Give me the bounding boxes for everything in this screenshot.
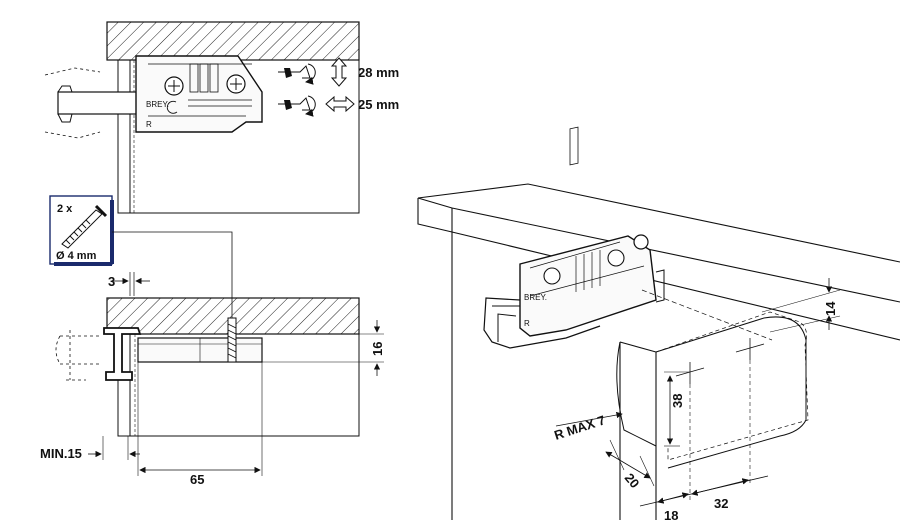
dim-top-offset: 14 <box>761 278 841 333</box>
iso-hole-marks <box>675 338 765 384</box>
dim-hole-height: 38 <box>664 371 690 447</box>
dim-min-inset-value: MIN.15 <box>40 446 82 461</box>
screw-count: 2 x <box>57 203 73 215</box>
dim-offset-a-value: 18 <box>664 508 678 523</box>
dim-min-inset: MIN.15 <box>40 436 140 461</box>
isometric-view: BREY. R 14 38 <box>417 126 900 523</box>
height-adjust-label: 28 mm <box>358 65 399 80</box>
screw-callout: 2 x Ø 4 mm <box>49 195 233 318</box>
dim-hole-height-value: 38 <box>670 394 685 408</box>
top-countertop-hatch <box>106 21 360 61</box>
iso-adjust-screw-right <box>607 249 625 267</box>
section-cabinet-outline <box>117 334 360 437</box>
side-adjust-label: 25 mm <box>358 97 399 112</box>
top-coupling: BREY. R <box>135 55 263 133</box>
top-drawer-rail <box>57 91 145 115</box>
dim-edge: 20 <box>605 439 655 491</box>
dim-top-offset-value: 14 <box>823 301 838 316</box>
dim-gap: 3 <box>108 272 150 296</box>
dim-thickness-value: 16 <box>370 342 385 356</box>
section-screw <box>227 317 237 363</box>
horizontal-arrow-icon <box>325 95 355 113</box>
screw-icon <box>61 204 108 249</box>
screwdriver-icon <box>278 63 316 85</box>
dim-thickness: 16 <box>262 320 385 376</box>
iso-coupling: BREY. R <box>483 126 773 349</box>
iso-countertop <box>417 183 900 520</box>
section-view: 3 16 MIN.15 65 <box>40 272 385 487</box>
screw-diameter: Ø 4 mm <box>56 250 97 262</box>
section-rail-profile <box>103 327 142 381</box>
dim-depth: 65 <box>137 362 263 487</box>
dim-offset-b-value: 32 <box>714 496 728 511</box>
dim-offsets: 18 32 <box>639 360 769 523</box>
dim-edge-value: 20 <box>622 470 643 491</box>
top-cabinet-outline <box>117 60 360 214</box>
dim-depth-value: 65 <box>190 472 204 487</box>
top-brand-mark: BREY. <box>146 100 169 109</box>
screwdriver-icon <box>278 95 316 117</box>
dim-gap-value: 3 <box>108 274 115 289</box>
iso-brand-mark: BREY. <box>524 293 547 302</box>
iso-side-mark: R <box>524 319 530 328</box>
height-adjust-group: 28 mm <box>278 57 399 87</box>
top-side-mark: R <box>146 120 152 129</box>
dim-radius-value: R MAX 7 <box>552 412 607 443</box>
top-view: BREY. R 28 mm 25 mm <box>44 21 399 214</box>
vertical-arrow-icon <box>330 57 348 87</box>
iso-adjust-screw-left <box>543 267 561 285</box>
side-adjust-group: 25 mm <box>278 95 399 117</box>
dim-radius: R MAX 7 <box>552 411 623 443</box>
